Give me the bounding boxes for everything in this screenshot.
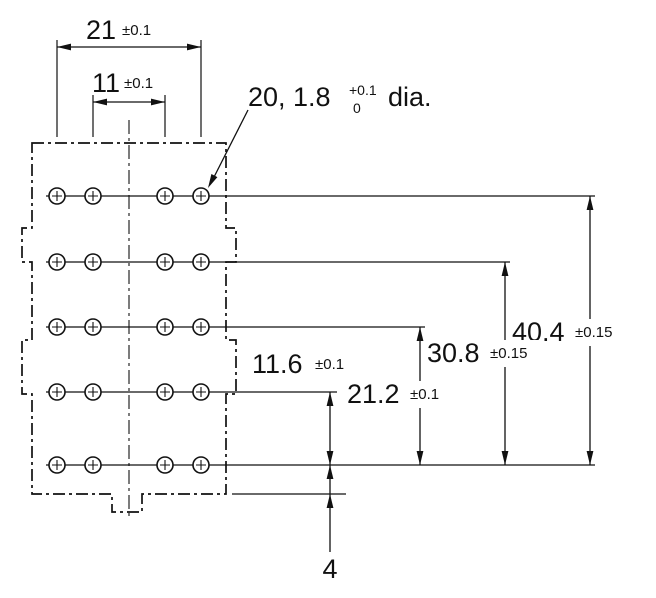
hole-callout-tol-lower: 0 <box>353 100 361 116</box>
dimension-11-6: 11.6 ±0.1 <box>246 349 352 465</box>
dim-30-8-value: 30.8 <box>427 338 480 368</box>
dim-11-value: 11 <box>92 68 120 98</box>
dimension-30-8: 30.8 ±0.15 <box>421 262 543 465</box>
hole-crosshairs <box>52 460 206 470</box>
arrowhead <box>586 451 594 465</box>
dim-21-value: 21 <box>86 15 116 45</box>
dim-21-2-value: 21.2 <box>347 379 400 409</box>
hole-crosshairs <box>52 322 206 332</box>
label-background <box>246 351 352 378</box>
leader-line <box>210 109 249 184</box>
dimension-40-4: 40.4 ±0.15 <box>506 196 628 465</box>
dimension-21: 21 ±0.1 <box>56 15 202 137</box>
arrowhead <box>501 451 509 465</box>
arrowhead <box>187 43 201 51</box>
dim-11-6-tolerance: ±0.1 <box>315 356 344 373</box>
arrowhead <box>416 327 424 341</box>
label-background <box>421 340 543 367</box>
extension-line <box>56 40 202 137</box>
arrowhead <box>326 465 334 479</box>
dim-21-2-tolerance: ±0.1 <box>410 386 439 403</box>
hole-callout-leader: 20, 1.8 +0.1 0 dia. <box>208 82 432 188</box>
arrowhead <box>208 174 218 188</box>
arrowhead <box>151 98 165 106</box>
dim-11-6-value: 11.6 <box>252 349 303 379</box>
hole-crosshairs <box>52 191 206 201</box>
arrowhead <box>57 43 71 51</box>
hole-callout-suffix: dia. <box>388 82 432 112</box>
dim-4-value: 4 <box>322 554 337 584</box>
dim-40-4-tolerance: ±0.15 <box>575 324 612 341</box>
dim-11-tolerance: ±0.1 <box>124 75 153 92</box>
dimension-11: 11 ±0.1 <box>92 68 166 137</box>
dim-30-8-tolerance: ±0.15 <box>490 345 527 362</box>
arrowhead <box>93 98 107 106</box>
arrowhead <box>326 451 334 465</box>
holes-grid <box>48 187 210 474</box>
arrowhead <box>501 262 509 276</box>
hole-callout-text: 20, 1.8 <box>248 82 331 112</box>
arrowhead <box>326 494 334 508</box>
arrowhead <box>586 196 594 210</box>
label-background <box>341 381 453 408</box>
hole-crosshairs <box>52 257 206 267</box>
arrowhead <box>416 451 424 465</box>
hole-crosshairs <box>52 387 206 397</box>
dim-21-tolerance: ±0.1 <box>122 22 151 39</box>
dimension-4: 4 <box>322 465 338 584</box>
dimension-21-2: 21.2 ±0.1 <box>341 327 453 465</box>
hole-callout-tol-upper: +0.1 <box>349 82 377 98</box>
arrowhead <box>326 392 334 406</box>
